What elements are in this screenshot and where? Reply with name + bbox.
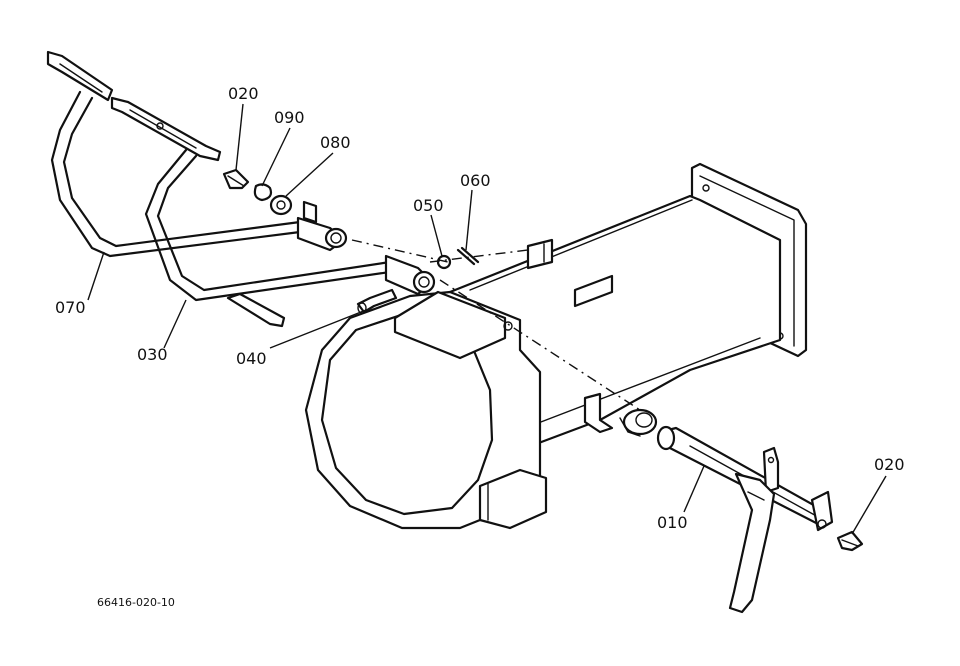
label-060: 060 [460, 171, 491, 190]
label-070: 070 [55, 298, 86, 317]
grease-nipple-lower [836, 530, 864, 552]
grease-nipple-upper [222, 168, 250, 190]
pedal-070 [46, 50, 348, 258]
washer-050 [436, 254, 452, 270]
label-050: 050 [413, 196, 444, 215]
drawing-reference: 66416-020-10 [97, 596, 175, 609]
washer-080 [269, 194, 293, 216]
assembly-line-pedal [439, 279, 641, 411]
leader-lines [87, 103, 887, 535]
clip-090 [253, 183, 273, 202]
label-090: 090 [274, 108, 305, 127]
transmission-housing [304, 162, 808, 530]
part-labels: 020 090 080 060 050 070 030 040 010 020 [55, 84, 905, 532]
assembly-line-pin [351, 239, 449, 263]
label-040: 040 [236, 349, 267, 368]
label-020-lower: 020 [874, 455, 905, 474]
label-030: 030 [137, 345, 168, 364]
pedal-030 [110, 96, 436, 328]
label-080: 080 [320, 133, 351, 152]
pin-040 [356, 288, 398, 314]
assembly-line-upper [429, 249, 529, 263]
label-010: 010 [657, 513, 688, 532]
split-pin-060 [456, 246, 480, 266]
label-020-upper: 020 [228, 84, 259, 103]
shaft-010 [656, 425, 834, 614]
